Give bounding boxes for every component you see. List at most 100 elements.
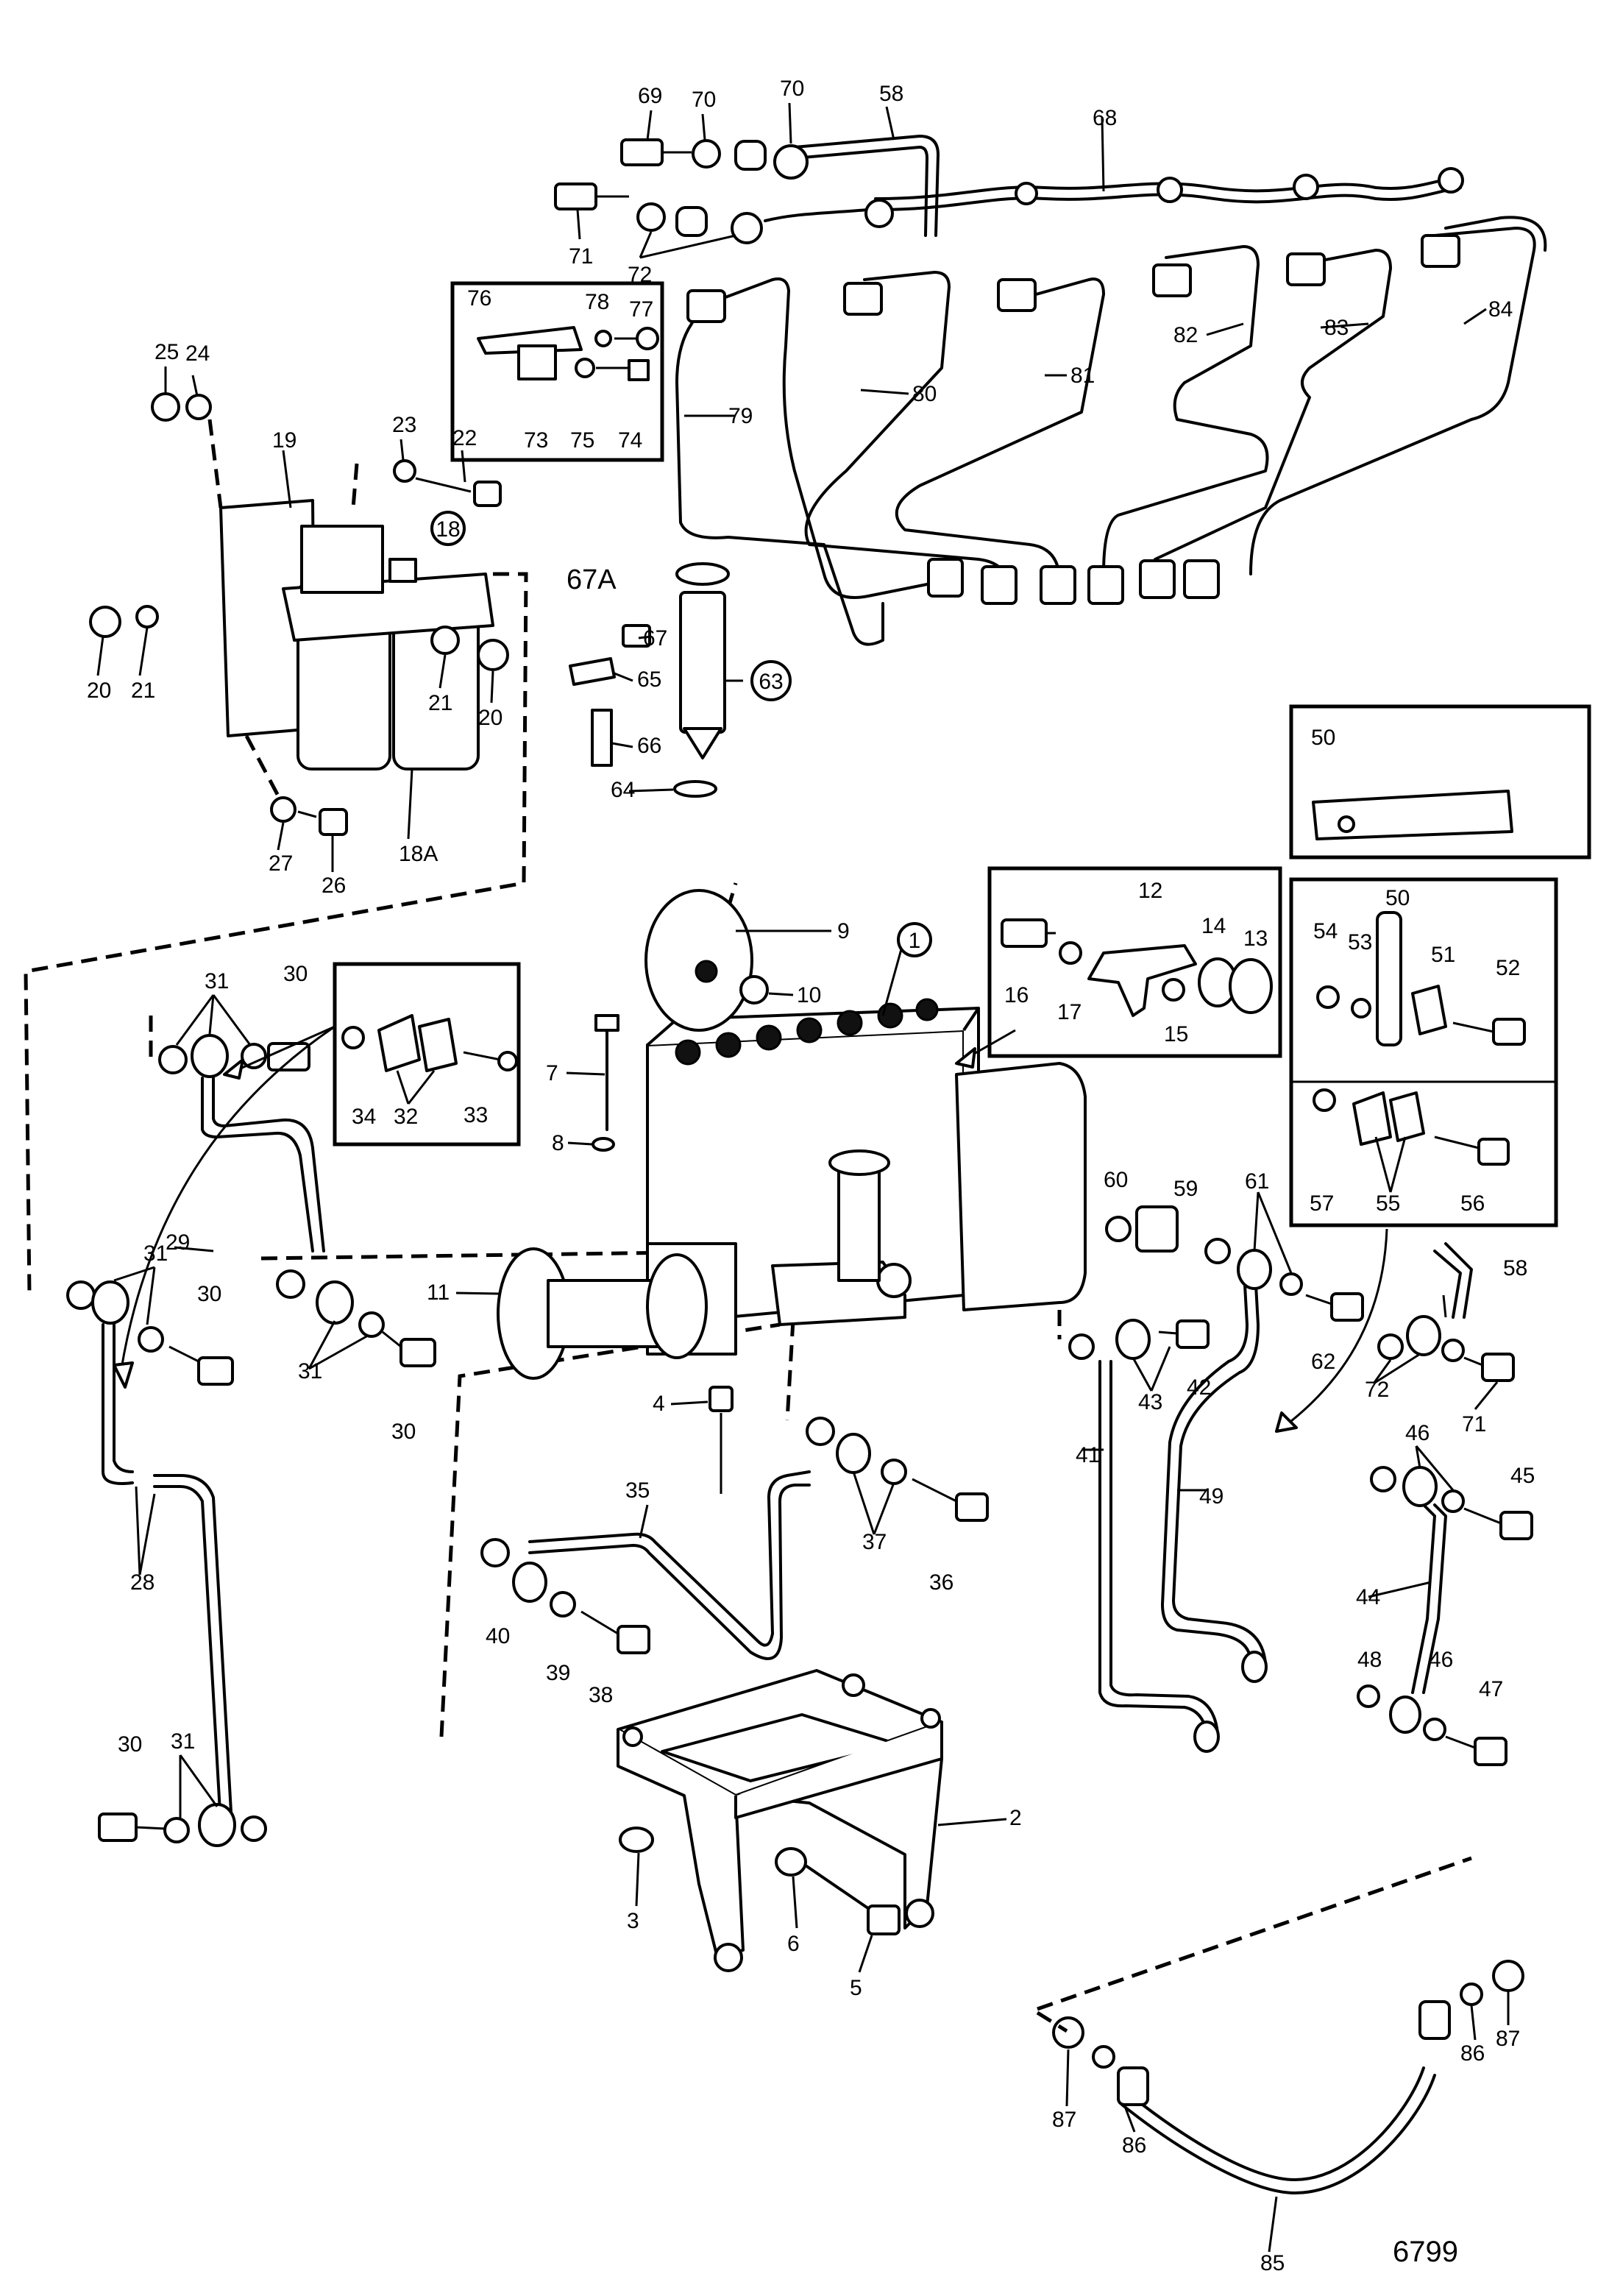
label-4: 4 <box>653 1392 665 1416</box>
fuel-pipe-35 <box>480 1417 989 1660</box>
label-22: 22 <box>452 426 477 450</box>
label-27: 27 <box>269 851 293 876</box>
label-76: 76 <box>467 286 491 311</box>
label-7: 7 <box>546 1061 558 1085</box>
label-18: 18 <box>436 517 460 542</box>
label-30b: 30 <box>197 1282 221 1306</box>
label-21b: 21 <box>428 691 452 715</box>
lever-detail-box-50 <box>1289 704 1591 860</box>
label-leader-lines <box>96 102 1510 2253</box>
label-36: 36 <box>929 1570 953 1595</box>
label-33: 33 <box>464 1103 488 1127</box>
label-73: 73 <box>524 428 548 453</box>
label-45: 45 <box>1510 1464 1535 1488</box>
label-11: 11 <box>427 1280 450 1305</box>
label-42: 42 <box>1187 1375 1211 1400</box>
label-40: 40 <box>486 1624 510 1648</box>
fuel-hose-85 <box>1036 1960 1524 2194</box>
label-41: 41 <box>1076 1443 1100 1467</box>
label-57: 57 <box>1310 1191 1334 1216</box>
label-65: 65 <box>637 667 661 692</box>
injector-return-line-assembly <box>554 135 1464 244</box>
label-12: 12 <box>1138 879 1162 903</box>
label-58b: 58 <box>1503 1256 1527 1280</box>
label-75: 75 <box>570 428 594 453</box>
label-43: 43 <box>1138 1390 1162 1414</box>
label-8: 8 <box>552 1131 564 1155</box>
label-25: 25 <box>155 340 179 364</box>
label-28: 28 <box>130 1570 155 1595</box>
label-55: 55 <box>1376 1191 1400 1216</box>
label-59: 59 <box>1173 1177 1198 1201</box>
label-81: 81 <box>1070 364 1095 388</box>
label-54: 54 <box>1313 919 1338 943</box>
label-46a: 46 <box>1405 1421 1430 1445</box>
label-31a: 31 <box>205 969 229 993</box>
label-23: 23 <box>392 413 416 437</box>
label-16: 16 <box>1004 983 1029 1007</box>
label-5: 5 <box>850 1976 862 2000</box>
label-67: 67 <box>643 626 667 651</box>
label-77: 77 <box>629 297 653 322</box>
label-86b: 86 <box>1460 2041 1485 2066</box>
label-67a: 67A <box>567 564 617 595</box>
filter-callout-ring <box>430 511 466 546</box>
label-58a: 58 <box>879 82 903 106</box>
fuel-filter-assembly <box>89 392 509 836</box>
label-31d: 31 <box>171 1729 195 1754</box>
clamp-detail-box-32-34 <box>333 962 521 1147</box>
label-14: 14 <box>1201 914 1226 938</box>
label-61: 61 <box>1245 1169 1269 1194</box>
label-24: 24 <box>185 341 210 366</box>
label-71a: 71 <box>569 244 593 269</box>
label-70b: 70 <box>780 77 804 101</box>
label-72a: 72 <box>628 263 652 287</box>
label-51: 51 <box>1431 943 1455 967</box>
label-49: 49 <box>1199 1484 1224 1509</box>
left-leak-off-pipes <box>66 1025 436 1847</box>
label-13: 13 <box>1243 926 1268 951</box>
label-1: 1 <box>909 929 921 953</box>
label-39: 39 <box>546 1661 570 1685</box>
label-56: 56 <box>1460 1191 1485 1216</box>
label-18a: 18A <box>399 842 438 866</box>
pump-callout-ring <box>897 922 932 957</box>
label-34: 34 <box>352 1105 376 1129</box>
label-46b: 46 <box>1429 1648 1453 1672</box>
label-32: 32 <box>394 1105 418 1129</box>
label-21a: 21 <box>131 678 155 703</box>
label-85: 85 <box>1260 2251 1285 2275</box>
label-19: 19 <box>272 428 296 453</box>
injector-assembly <box>569 562 730 798</box>
label-6: 6 <box>787 1932 800 1956</box>
label-53: 53 <box>1348 930 1372 954</box>
label-70a: 70 <box>692 88 716 112</box>
label-80: 80 <box>912 382 937 406</box>
injection-pump-body <box>497 889 1087 1494</box>
label-50a: 50 <box>1311 726 1335 750</box>
label-30c: 30 <box>391 1420 416 1444</box>
label-44: 44 <box>1356 1585 1380 1609</box>
label-82: 82 <box>1173 323 1198 347</box>
label-38: 38 <box>589 1683 613 1707</box>
label-15: 15 <box>1164 1022 1188 1046</box>
label-62: 62 <box>1311 1350 1335 1374</box>
label-78: 78 <box>585 290 609 314</box>
pump-mounting-bracket <box>617 1669 943 1972</box>
label-35: 35 <box>625 1478 650 1503</box>
label-60: 60 <box>1104 1168 1128 1192</box>
injector-callout-ring <box>750 660 792 701</box>
label-66: 66 <box>637 734 661 758</box>
label-3: 3 <box>627 1909 639 1933</box>
label-20b: 20 <box>478 706 502 730</box>
drawing-number: 6799 <box>1393 2236 1458 2268</box>
label-52: 52 <box>1496 956 1520 980</box>
label-86a: 86 <box>1122 2133 1146 2158</box>
label-87b: 87 <box>1496 2027 1520 2051</box>
label-31b: 31 <box>143 1241 168 1266</box>
label-63: 63 <box>759 670 783 694</box>
label-68: 68 <box>1093 106 1117 130</box>
label-71b: 71 <box>1462 1412 1486 1436</box>
part-number-labels: 1 2 3 4 5 6 7 8 9 10 11 12 13 14 15 16 1… <box>87 77 1535 2275</box>
